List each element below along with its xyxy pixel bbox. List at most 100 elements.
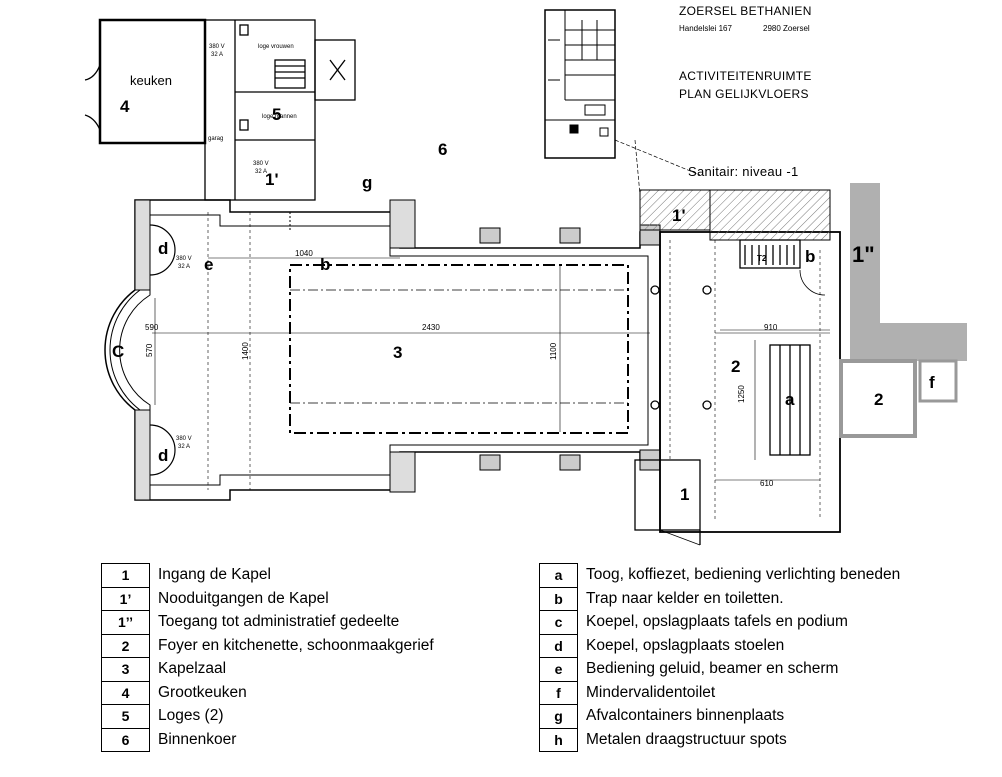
label-zone-b-right: b (805, 247, 815, 266)
dimension-1250: 1250 (737, 385, 746, 403)
legend-text: Mindervalidentoilet (586, 683, 716, 701)
legend-row: 5 Loges (2) (101, 704, 435, 729)
plan-title-line2: PLAN GELIJKVLOERS (679, 87, 809, 101)
legend-text: Grootkeuken (158, 683, 247, 701)
label-zone-4: 4 (120, 97, 130, 116)
dimension-590: 590 (145, 323, 159, 332)
power-amp-1: 32 A (211, 52, 223, 58)
power-volt-2: 380 V (253, 161, 269, 167)
legend-row: 4 Grootkeuken (101, 680, 435, 705)
apse-arc (109, 289, 141, 411)
dimension-1040: 1040 (295, 249, 313, 258)
legend-row: g Afvalcontainers binnenplaats (539, 704, 901, 729)
label-zone-d-bottom: d (158, 446, 168, 465)
legend-features: a Toog, koffiezet, bediening verlichting … (539, 563, 901, 752)
legend-code: a (539, 563, 578, 588)
label-zone-1-prime-right: 1' (672, 206, 686, 225)
legend-text: Loges (2) (158, 707, 224, 725)
legend-code: c (539, 610, 578, 635)
legend-code: 3 (101, 657, 150, 682)
legend-code: 1 (101, 563, 150, 588)
legend-text: Metalen draagstructuur spots (586, 730, 787, 748)
legend-code: d (539, 633, 578, 658)
label-zone-6: 6 (438, 140, 447, 159)
label-zone-a: a (785, 390, 795, 409)
legend-code: 5 (101, 704, 150, 729)
legend-code: h (539, 727, 578, 752)
power-volt-3: 380 V (176, 256, 192, 262)
sanitary-mini-plan (544, 9, 616, 159)
label-zone-b-left: b (320, 255, 330, 274)
label-t2: T2 (757, 254, 767, 263)
label-zone-e: e (204, 255, 213, 274)
dimension-610: 610 (760, 479, 774, 488)
legend-row: 6 Binnenkoer (101, 727, 435, 752)
legend-code: 1’ (101, 586, 150, 611)
postcode-city: 2980 Zoersel (763, 24, 810, 33)
dimension-1100: 1100 (549, 342, 558, 360)
label-zone-1-prime-left: 1' (265, 170, 279, 189)
legend-code: f (539, 680, 578, 705)
legend-text: Bediening geluid, beamer en scherm (586, 660, 839, 678)
label-zone-3: 3 (393, 343, 402, 362)
legend-text: Toog, koffiezet, bediening verlichting b… (586, 566, 901, 584)
legend-row: h Metalen draagstructuur spots (539, 727, 901, 752)
kitchen-block (84, 18, 356, 201)
label-zone-2-right: 2 (874, 390, 883, 409)
legend-row: f Mindervalidentoilet (539, 680, 901, 705)
label-zone-d-top: d (158, 239, 168, 258)
power-amp-2: 32 A (255, 169, 267, 175)
legend-text: Kapelzaal (158, 660, 227, 678)
legend-code: 6 (101, 727, 150, 752)
legend-row: c Koepel, opslagplaats tafels en podium (539, 610, 901, 635)
legend-text: Koepel, opslagplaats tafels en podium (586, 613, 848, 631)
legend-text: Afvalcontainers binnenplaats (586, 707, 785, 725)
label-loge-vrouwen: loge vrouwen (258, 44, 294, 50)
legend-code: 2 (101, 633, 150, 658)
label-loge-mannen: loge mannen (262, 114, 297, 120)
legend-code: e (539, 657, 578, 682)
legend-row: e Bediening geluid, beamer en scherm (539, 657, 901, 682)
legend-text: Koepel, opslagplaats stoelen (586, 636, 785, 654)
legend-row: 1’ Nooduitgangen de Kapel (101, 586, 435, 611)
legend-code: g (539, 704, 578, 729)
legend-text: Nooduitgangen de Kapel (158, 589, 329, 607)
legend-text: Binnenkoer (158, 730, 237, 748)
power-volt-4: 380 V (176, 436, 192, 442)
chapel-walls (104, 199, 661, 501)
legend-text: Trap naar kelder en toiletten. (586, 589, 784, 607)
chapel-hall-frame (152, 257, 830, 460)
site-name: ZOERSEL BETHANIEN (679, 4, 812, 18)
legend-text: Toegang tot administratief gedeelte (158, 613, 400, 631)
label-zone-g: g (362, 173, 372, 192)
legend-text: Ingang de Kapel (158, 566, 271, 584)
label-zone-2: 2 (731, 357, 740, 376)
legend-text: Foyer en kitchenette, schoonmaakgerief (158, 636, 434, 654)
legend-row: 1’’ Toegang tot administratief gedeelte (101, 610, 435, 635)
legend-row: 1 Ingang de Kapel (101, 563, 435, 588)
power-volt-1: 380 V (209, 44, 225, 50)
label-garage: garag (208, 136, 223, 142)
foyer-block (634, 189, 841, 546)
legend-zones: 1 Ingang de Kapel 1’ Nooduitgangen de Kape… (101, 563, 435, 752)
legend-row: a Toog, koffiezet, bediening verlichting … (539, 563, 901, 588)
dimension-2430: 2430 (422, 323, 440, 332)
label-zone-c: C (112, 342, 124, 361)
legend-row: b Trap naar kelder en toiletten. (539, 586, 901, 611)
plan-title-line1: ACTIVITEITENRUIMTE (679, 69, 812, 83)
legend-code: b (539, 586, 578, 611)
pointer-lines (614, 139, 701, 196)
power-amp-3: 32 A (178, 264, 190, 270)
label-keuken: keuken (130, 73, 172, 88)
label-zone-f: f (929, 373, 935, 392)
dimension-570: 570 (145, 343, 154, 357)
legend-row: d Koepel, opslagplaats stoelen (539, 633, 901, 658)
legend-code: 4 (101, 680, 150, 705)
admin-zone (839, 183, 967, 438)
floor-plan: 4 keuken 5 1' g 6 d e b C 3 d 1' b 1" 2 … (84, 9, 967, 546)
label-zone-5: 5 (272, 105, 281, 124)
label-zone-1-double-prime: 1" (852, 242, 875, 267)
legend-row: 3 Kapelzaal (101, 657, 435, 682)
legend-code: 1’’ (101, 610, 150, 635)
dimension-910: 910 (764, 323, 778, 332)
